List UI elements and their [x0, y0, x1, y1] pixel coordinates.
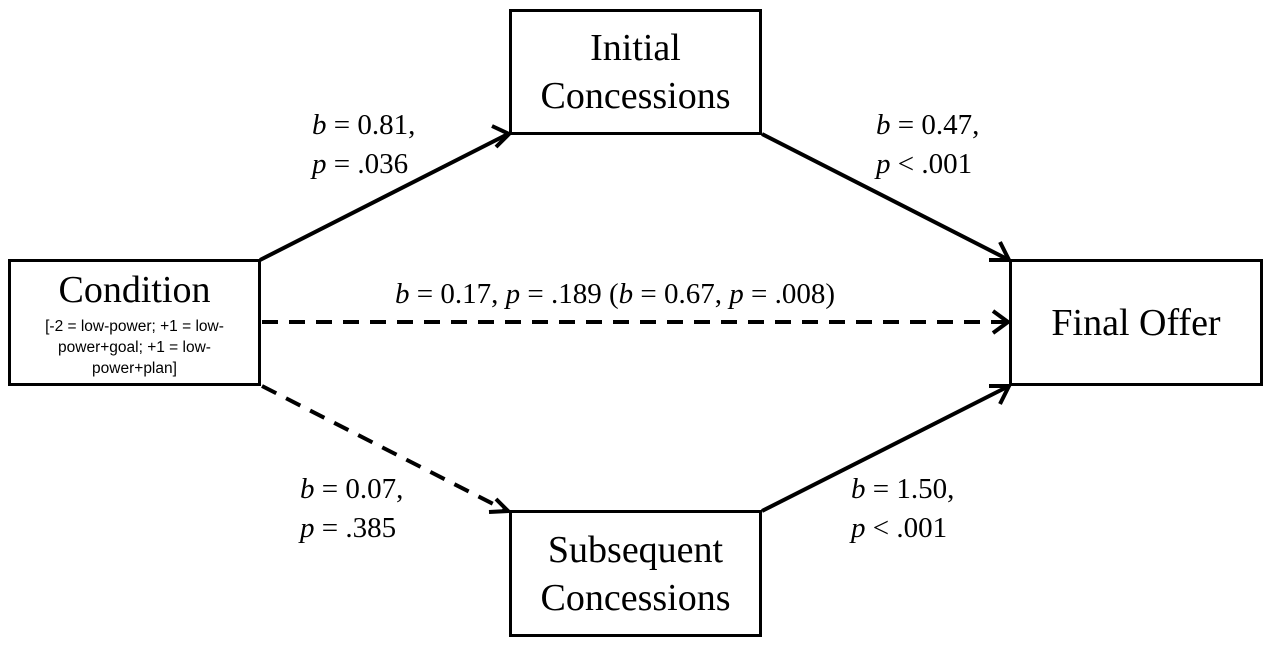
label-initial-to-final: b = 0.47, p < .001	[876, 106, 979, 184]
pvalue-symbol: p	[876, 148, 891, 180]
coef-value: = 0.81,	[333, 109, 416, 141]
arrowhead-condition-to-subsequent	[488, 497, 513, 514]
coef-value: = 0.07,	[321, 473, 404, 505]
pvalue-symbol: p	[312, 148, 327, 180]
pvalue-value: < .001	[872, 512, 948, 544]
pvalue-value: < .001	[897, 148, 973, 180]
arrowhead-condition-to-final	[991, 309, 1012, 335]
coef-symbol: b	[876, 109, 891, 141]
arrow-initial-to-final	[761, 132, 1010, 262]
node-initial-concessions: Initial Concessions	[509, 9, 762, 135]
arrowhead-subsequent-to-final	[989, 384, 1013, 405]
arrow-condition-to-initial	[259, 132, 509, 262]
coef-value: = 1.50,	[872, 473, 955, 505]
pvalue-symbol: p	[505, 278, 521, 310]
coef-symbol: b	[851, 473, 866, 505]
initial-concessions-line1: Initial	[590, 27, 681, 69]
label-condition-to-final: b = 0.17, p = .189 (b = 0.67, p = .008)	[395, 275, 835, 314]
arrow-subsequent-to-final	[761, 384, 1010, 513]
coef-symbol: b	[300, 473, 315, 505]
pvalue-value: = .385	[321, 512, 397, 544]
condition-title: Condition	[58, 269, 211, 311]
total-coef-symbol: b	[618, 278, 634, 310]
coef-symbol: b	[312, 109, 327, 141]
pvalue-value: = .036	[333, 148, 409, 180]
pvalue-symbol: p	[300, 512, 315, 544]
subsequent-concessions-line1: Subsequent	[547, 528, 724, 571]
total-coef-value: = 0.67,	[640, 278, 722, 310]
final-offer-title: Final Offer	[1051, 301, 1221, 344]
total-pvalue-value: = .008)	[750, 278, 835, 310]
initial-concessions-line2: Concessions	[540, 75, 731, 117]
coef-symbol: b	[395, 278, 410, 310]
total-pvalue-symbol: p	[729, 278, 744, 310]
coef-value: = 0.17,	[416, 278, 499, 310]
label-condition-to-initial: b = 0.81, p = .036	[312, 106, 415, 184]
node-final-offer: Final Offer	[1009, 259, 1263, 386]
pvalue-symbol: p	[851, 512, 866, 544]
condition-coding-note: [-2 = low-power; +1 = low-power+goal; +1…	[45, 318, 224, 377]
coef-value: = 0.47,	[897, 109, 980, 141]
label-subsequent-to-final: b = 1.50, p < .001	[851, 470, 954, 548]
pvalue-value: = .189 (	[527, 278, 619, 310]
label-condition-to-subsequent: b = 0.07, p = .385	[300, 470, 403, 548]
subsequent-concessions-line2: Concessions	[540, 576, 731, 619]
node-subsequent-concessions: Subsequent Concessions	[509, 510, 762, 637]
node-condition: Condition [-2 = low-power; +1 = low-powe…	[8, 259, 261, 386]
arrow-condition-to-subsequent	[261, 384, 508, 513]
